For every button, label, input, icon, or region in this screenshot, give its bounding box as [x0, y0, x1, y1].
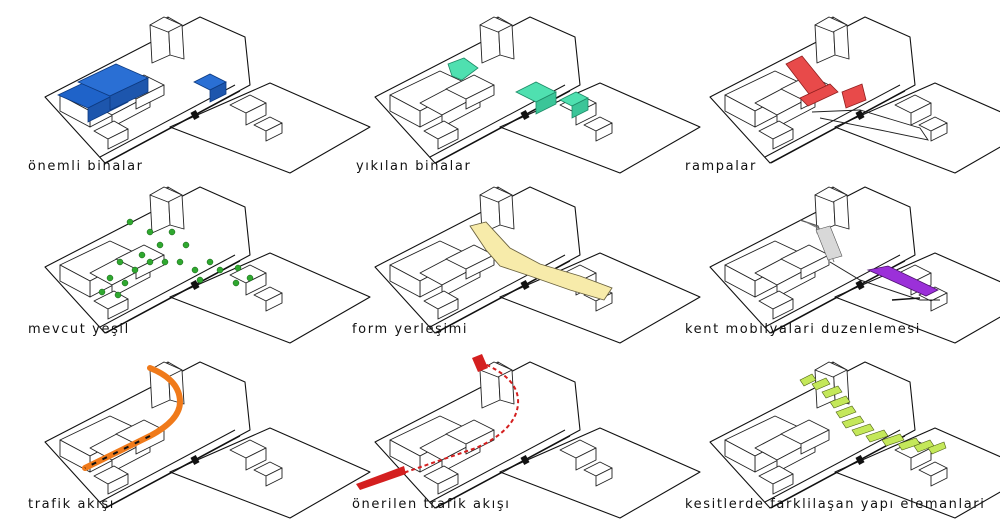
panel-rampalar: rampalar — [685, 16, 1000, 174]
caption-form-yerlesimi: form yerleşimi — [352, 322, 468, 337]
urban-furniture-highlight — [799, 219, 940, 301]
caption-mevcut-yesil: mevcut yeşil — [28, 322, 130, 337]
caption-onemli-binalar: önemli binalar — [28, 159, 144, 174]
important-buildings-highlight — [57, 63, 227, 123]
panel-trafik-akisi: trafik akışı — [28, 361, 371, 519]
proposed-traffic-entry — [472, 354, 488, 372]
panel-onemli-binalar: önemli binalar — [28, 16, 371, 174]
section-elements-highlight — [799, 373, 947, 455]
caption-kesitlerde: kesitlerde farklilaşan yapı elemanlari — [685, 497, 985, 512]
form-placement-area — [469, 221, 613, 301]
caption-trafik-akisi: trafik akışı — [28, 497, 115, 512]
caption-yikilan-binalar: yıkılan binalar — [356, 159, 471, 174]
caption-kent-mobilyalari: kent mobilyalari duzenlemesi — [685, 322, 921, 337]
proposed-traffic-road — [356, 466, 406, 490]
caption-onerilen-trafik: önerilen trafik akışı — [352, 497, 510, 512]
panel-kesitlerde: kesitlerde farklilaşan yapı elemanlari — [685, 361, 1000, 519]
proposed-traffic-line — [359, 361, 520, 487]
existing-green-trees — [98, 218, 254, 299]
panel-yikilan-binalar: yıkılan binalar — [356, 16, 701, 174]
panel-mevcut-yesil: mevcut yeşil — [28, 186, 371, 344]
ramps-highlight — [785, 55, 929, 141]
panel-form-yerlesimi: form yerleşimi — [352, 186, 701, 344]
panel-kent-mobilyalari: kent mobilyalari duzenlemesi — [685, 186, 1000, 344]
traffic-flow-dashes — [84, 435, 151, 469]
panel-onerilen-trafik: önerilen trafik akışı — [352, 354, 701, 519]
caption-rampalar: rampalar — [685, 159, 757, 174]
demolished-buildings-highlight — [447, 57, 589, 119]
traffic-flow-line — [82, 365, 184, 471]
